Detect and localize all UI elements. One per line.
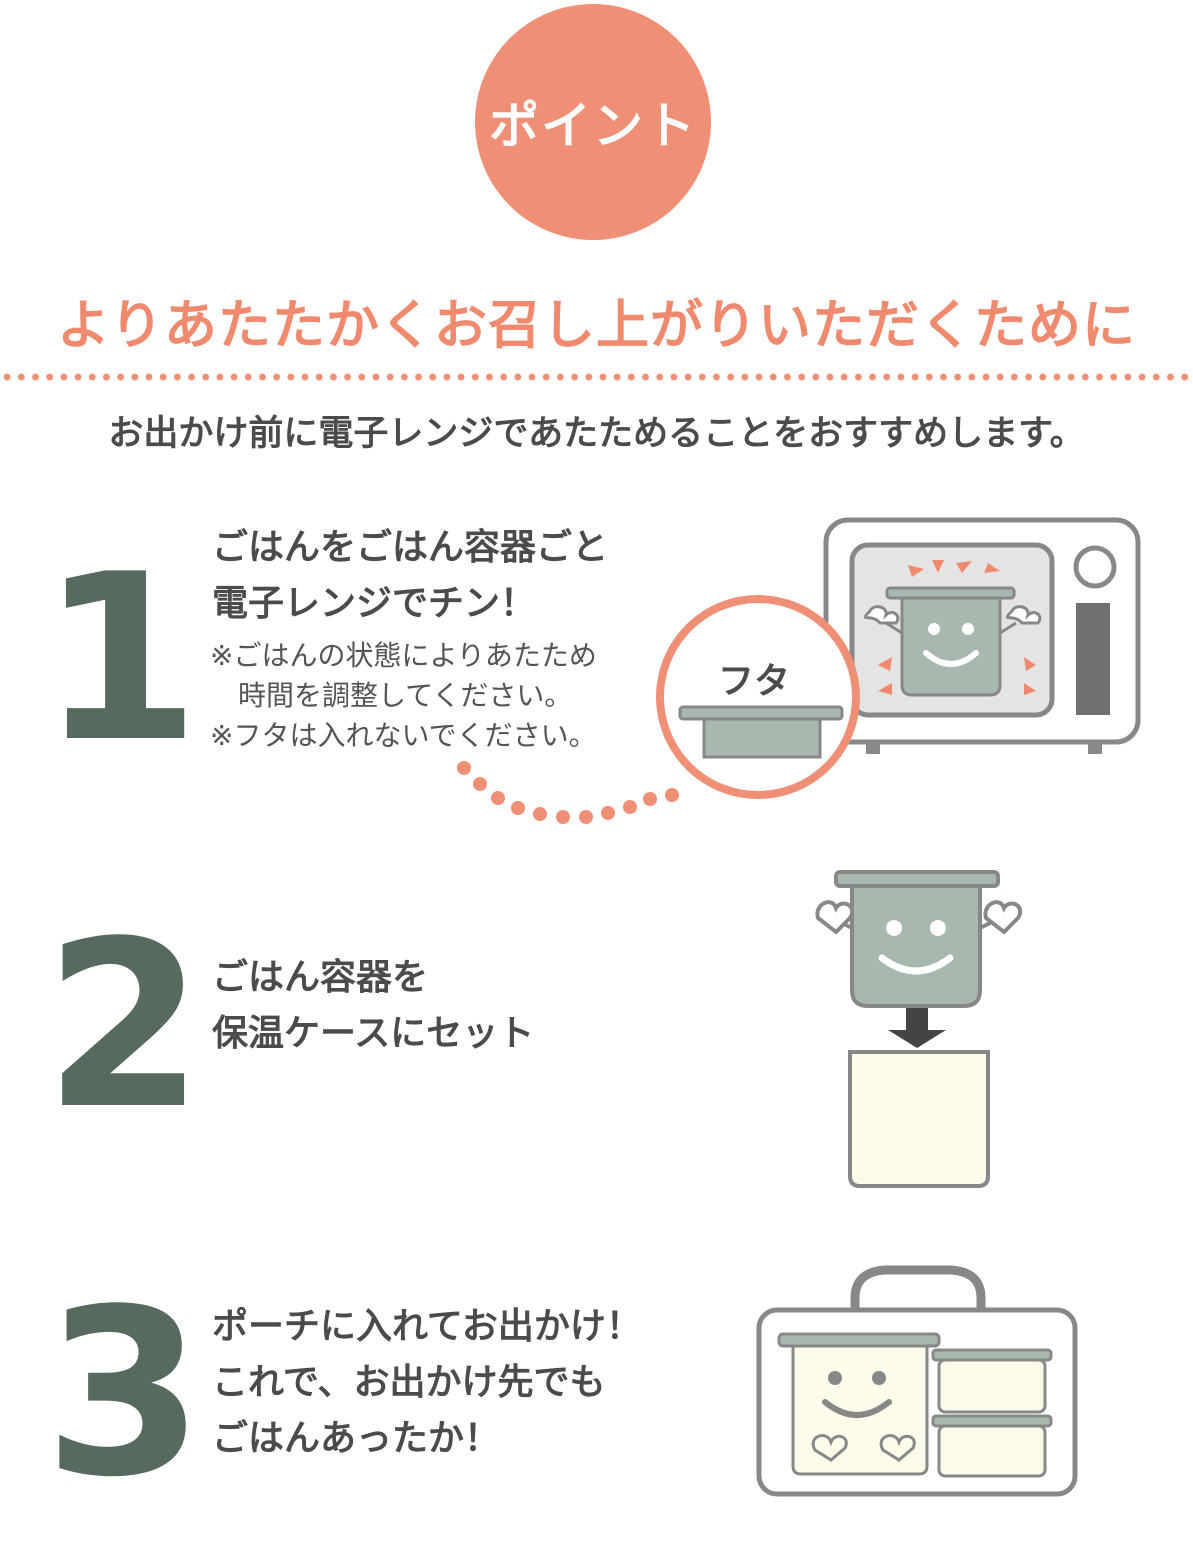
dotted-trail xyxy=(457,761,679,824)
step-3-number: 3 xyxy=(44,1261,205,1528)
lunch-pouch-illustration xyxy=(756,1265,1078,1497)
down-arrow-icon xyxy=(888,1008,946,1048)
step-1-number: 1 xyxy=(40,526,201,793)
step-1-title: ごはんをごはん容器ごと 電子レンジでチン！ xyxy=(212,520,608,632)
step-1-title-line: 電子レンジでチン！ xyxy=(212,583,537,624)
step-1-note: 時間を調整してください。 xyxy=(210,679,573,712)
lid-callout-label: フタ xyxy=(718,661,791,702)
rice-container-icon xyxy=(777,1332,941,1476)
step-3-title-line: これで、お出かけ先でも xyxy=(212,1362,606,1403)
rice-container-icon xyxy=(815,870,1023,1008)
step-3-title-line: ごはんあったか！ xyxy=(212,1418,501,1459)
step-2-title: ごはん容器を 保温ケースにセット xyxy=(212,950,534,1062)
insert-container-illustration xyxy=(815,870,1023,1188)
side-container-icon xyxy=(931,1348,1053,1478)
headline: よりあたたかくお召し上がりいただくために xyxy=(57,295,1136,356)
subheadline: お出かけ前に電子レンジであたためることをおすすめします。 xyxy=(108,414,1085,454)
step-1-notes: ※ごはんの状態によりあたため 時間を調整してください。 ※フタは入れないでくださ… xyxy=(210,636,597,756)
thermal-case-icon xyxy=(848,1050,990,1188)
step-2-title-line: ごはん容器を xyxy=(212,957,429,998)
heat-icon xyxy=(878,560,1036,695)
step-1-title-line: ごはんをごはん容器ごと xyxy=(212,527,609,568)
step-1-note: ※ごはんの状態によりあたため xyxy=(210,639,597,672)
dotted-divider xyxy=(0,373,1193,381)
point-badge: ポイント xyxy=(475,4,711,240)
step-2-title-line: 保温ケースにセット xyxy=(212,1013,535,1054)
microwave-icon xyxy=(823,517,1141,754)
point-badge-label: ポイント xyxy=(489,97,697,155)
step-2-number: 2 xyxy=(44,893,205,1160)
lid-icon xyxy=(702,715,822,759)
microwave-illustration xyxy=(457,517,1141,824)
step-1-note: ※フタは入れないでください。 xyxy=(210,719,597,752)
rice-container-icon xyxy=(863,586,1042,697)
step-3-title: ポーチに入れてお出かけ！ これで、お出かけ先でも ごはんあったか！ xyxy=(212,1299,642,1467)
step-3-title-line: ポーチに入れてお出かけ！ xyxy=(212,1306,642,1347)
